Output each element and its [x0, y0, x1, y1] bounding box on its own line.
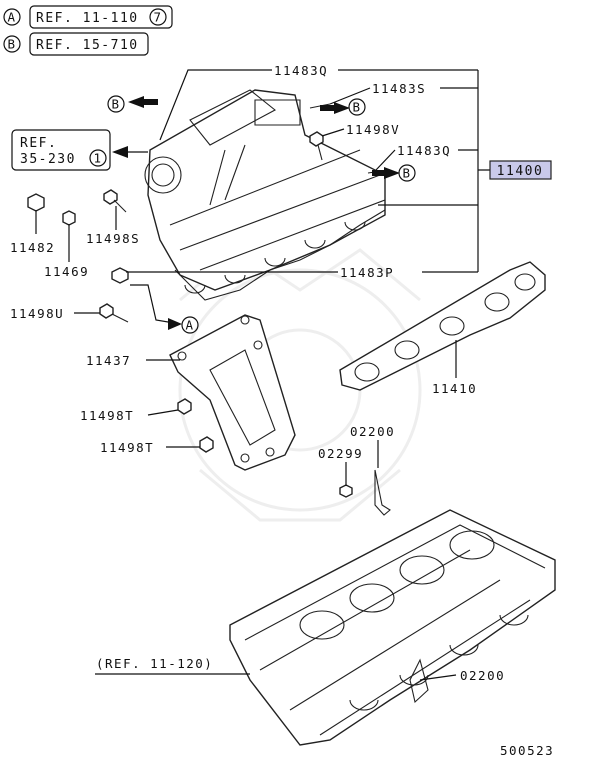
svg-text:11400: 11400: [497, 164, 544, 179]
manifold-bracket: [169, 314, 296, 471]
assembly-label-11400[interactable]: 11400: [489, 160, 552, 180]
label-11498u[interactable]: 11498U: [10, 306, 64, 321]
label-11483q-right[interactable]: 11483Q: [397, 143, 451, 158]
label-11498s[interactable]: 11498S: [86, 231, 140, 246]
watermark-emblem: [178, 248, 422, 522]
diagram-number: 500523: [500, 743, 554, 758]
label-11498t-b[interactable]: 11498T: [100, 440, 154, 455]
label-02299[interactable]: 02299: [318, 446, 363, 461]
svg-text:REF. 11-110: REF. 11-110: [36, 11, 139, 26]
hardware: [27, 103, 429, 704]
svg-text:7: 7: [153, 10, 162, 25]
label-11498v[interactable]: 11498V: [346, 122, 400, 137]
arrow-markers: [112, 96, 400, 330]
svg-text:A: A: [7, 10, 16, 25]
label-11410[interactable]: 11410: [432, 381, 477, 396]
label-02200-top[interactable]: 02200: [350, 424, 395, 439]
label-11437[interactable]: 11437: [86, 353, 131, 368]
svg-text:35-230: 35-230: [20, 152, 76, 167]
callout-b-right[interactable]: B: [398, 164, 416, 182]
part-labels: 11483Q 11483S 11498V 11483Q 11482 11498S…: [10, 63, 554, 758]
label-11469[interactable]: 11469: [44, 264, 89, 279]
label-11483q-top[interactable]: 11483Q: [274, 63, 328, 78]
ref-35-230-callout[interactable]: REF. 35-230 1: [11, 129, 111, 171]
label-11483s[interactable]: 11483S: [372, 81, 426, 96]
cylinder-head: [229, 509, 556, 746]
label-02200-bottom[interactable]: 02200: [460, 668, 505, 683]
manifold-gasket: [339, 261, 546, 391]
label-11498t-a[interactable]: 11498T: [80, 408, 134, 423]
ref-legend-b[interactable]: B REF. 15-710: [3, 32, 149, 56]
intake-manifold: [144, 89, 386, 301]
svg-text:A: A: [185, 318, 194, 333]
svg-text:B: B: [352, 100, 361, 115]
callout-a[interactable]: A: [181, 316, 199, 334]
label-ref-11-120[interactable]: (REF. 11-120): [96, 656, 213, 671]
label-11482[interactable]: 11482: [10, 240, 55, 255]
ref-legend-a[interactable]: A REF. 11-110 7: [3, 5, 173, 29]
svg-text:B: B: [7, 37, 16, 52]
callout-b-left[interactable]: B: [107, 95, 125, 113]
svg-text:REF.: REF.: [20, 136, 57, 151]
svg-text:1: 1: [93, 151, 102, 166]
callout-b-top[interactable]: B: [348, 98, 366, 116]
svg-text:B: B: [402, 166, 411, 181]
label-11483p[interactable]: 11483P: [340, 265, 394, 280]
svg-text:B: B: [111, 97, 120, 112]
svg-text:REF. 15-710: REF. 15-710: [36, 38, 139, 53]
